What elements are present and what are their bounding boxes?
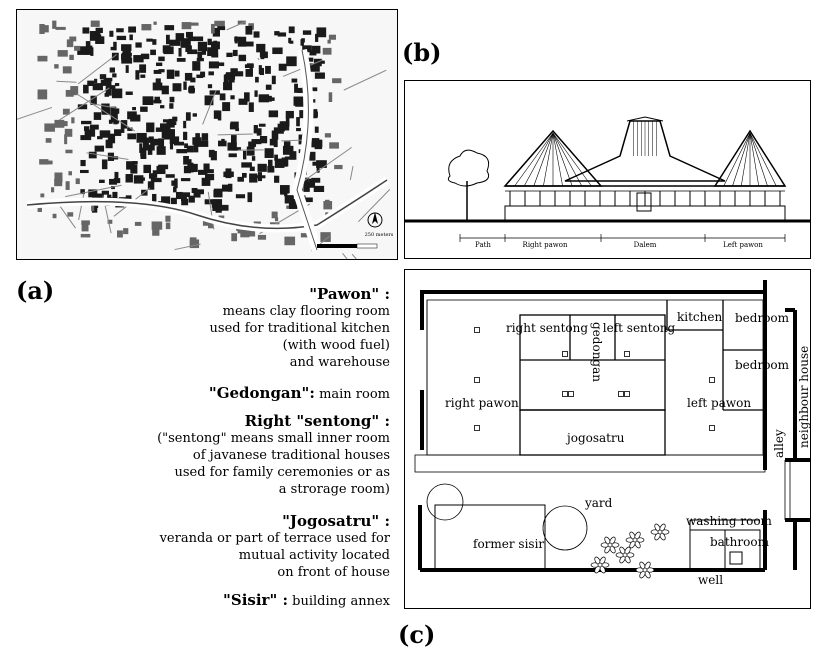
room-bedroom-1: bedroom <box>735 311 790 325</box>
glossary-line: a strorage room) <box>278 482 390 497</box>
room-bedroom-2: bedroom <box>735 358 790 372</box>
glossary-term: "Sisir" : <box>223 591 289 609</box>
glossary-right-sentong: Right "sentong" : ("sentong" means small… <box>157 413 390 498</box>
site-map: 250 meters <box>17 10 397 259</box>
glossary-jogosatru: "Jogosatru" : veranda or part of terrace… <box>160 513 390 581</box>
glossary-term: "Pawon" : <box>309 285 390 303</box>
room-neighbour-house: neighbour house <box>797 346 810 448</box>
glossary-line: mutual activity located <box>238 548 390 563</box>
glossary-term: "Gedongan": <box>208 384 315 402</box>
label-b: (b) <box>402 38 442 67</box>
room-bathroom: bathroom <box>710 535 770 549</box>
site-map-panel: 250 meters <box>16 9 398 260</box>
room-kitchen: kitchen <box>677 310 722 324</box>
floor-plan-panel: right pawon right sentong left sentong k… <box>404 269 811 609</box>
map-scale-text: 250 meters <box>365 232 394 238</box>
room-gedongan: gedongan <box>590 322 604 382</box>
room-left-pawon: left pawon <box>687 396 751 410</box>
map-scale-bar: 250 meters <box>317 212 394 249</box>
floor-plan: right pawon right sentong left sentong k… <box>414 280 810 587</box>
glossary-line: means clay flooring room <box>222 304 390 319</box>
glossary-line: used for traditional kitchen <box>209 321 390 336</box>
elevation-label-path: Path <box>475 241 491 249</box>
glossary-line: veranda or part of terrace used for <box>159 531 390 546</box>
glossary-sisir: "Sisir" : building annex <box>223 592 390 610</box>
room-right-sentong: right sentong <box>506 321 588 335</box>
label-a: (a) <box>16 276 55 305</box>
glossary-line: on front of house <box>277 565 390 580</box>
glossary-line: used for family ceremonies or as <box>174 465 390 480</box>
glossary-line: (with wood fuel) <box>282 338 390 353</box>
room-yard: yard <box>584 496 613 510</box>
house-elevation: Path Right pawon Dalem Left pawon <box>405 116 810 249</box>
room-alley: alley <box>772 429 786 458</box>
label-c: (c) <box>398 620 436 649</box>
elevation-label-right-pawon: Right pawon <box>523 241 568 249</box>
glossary-pawon: "Pawon" : means clay flooring room used … <box>210 286 390 371</box>
elevation-label-dalem: Dalem <box>634 241 657 249</box>
tree-icon <box>447 149 490 221</box>
glossary-line: of javanese traditional houses <box>192 448 390 463</box>
glossary-line: and warehouse <box>289 355 390 370</box>
tree-icon <box>426 483 588 551</box>
glossary-inline: building annex <box>292 594 390 609</box>
room-left-sentong: left sentong <box>603 321 676 335</box>
room-washing: washing room <box>686 514 773 528</box>
room-right-pawon: right pawon <box>445 396 519 410</box>
glossary-term: "Jogosatru" : <box>282 512 390 530</box>
glossary-line: ("sentong" means small inner room <box>157 431 390 446</box>
room-former-sisir: former sisir <box>473 537 544 551</box>
elevation-label-left-pawon: Left pawon <box>723 241 763 249</box>
room-well: well <box>698 573 723 587</box>
elevation-panel: Path Right pawon Dalem Left pawon <box>404 80 811 259</box>
room-jogosatru: jogosatru <box>565 431 625 445</box>
glossary-inline: main room <box>319 387 390 402</box>
glossary-gedongan: "Gedongan": main room <box>209 385 390 403</box>
glossary-term: Right "sentong" : <box>244 412 390 430</box>
